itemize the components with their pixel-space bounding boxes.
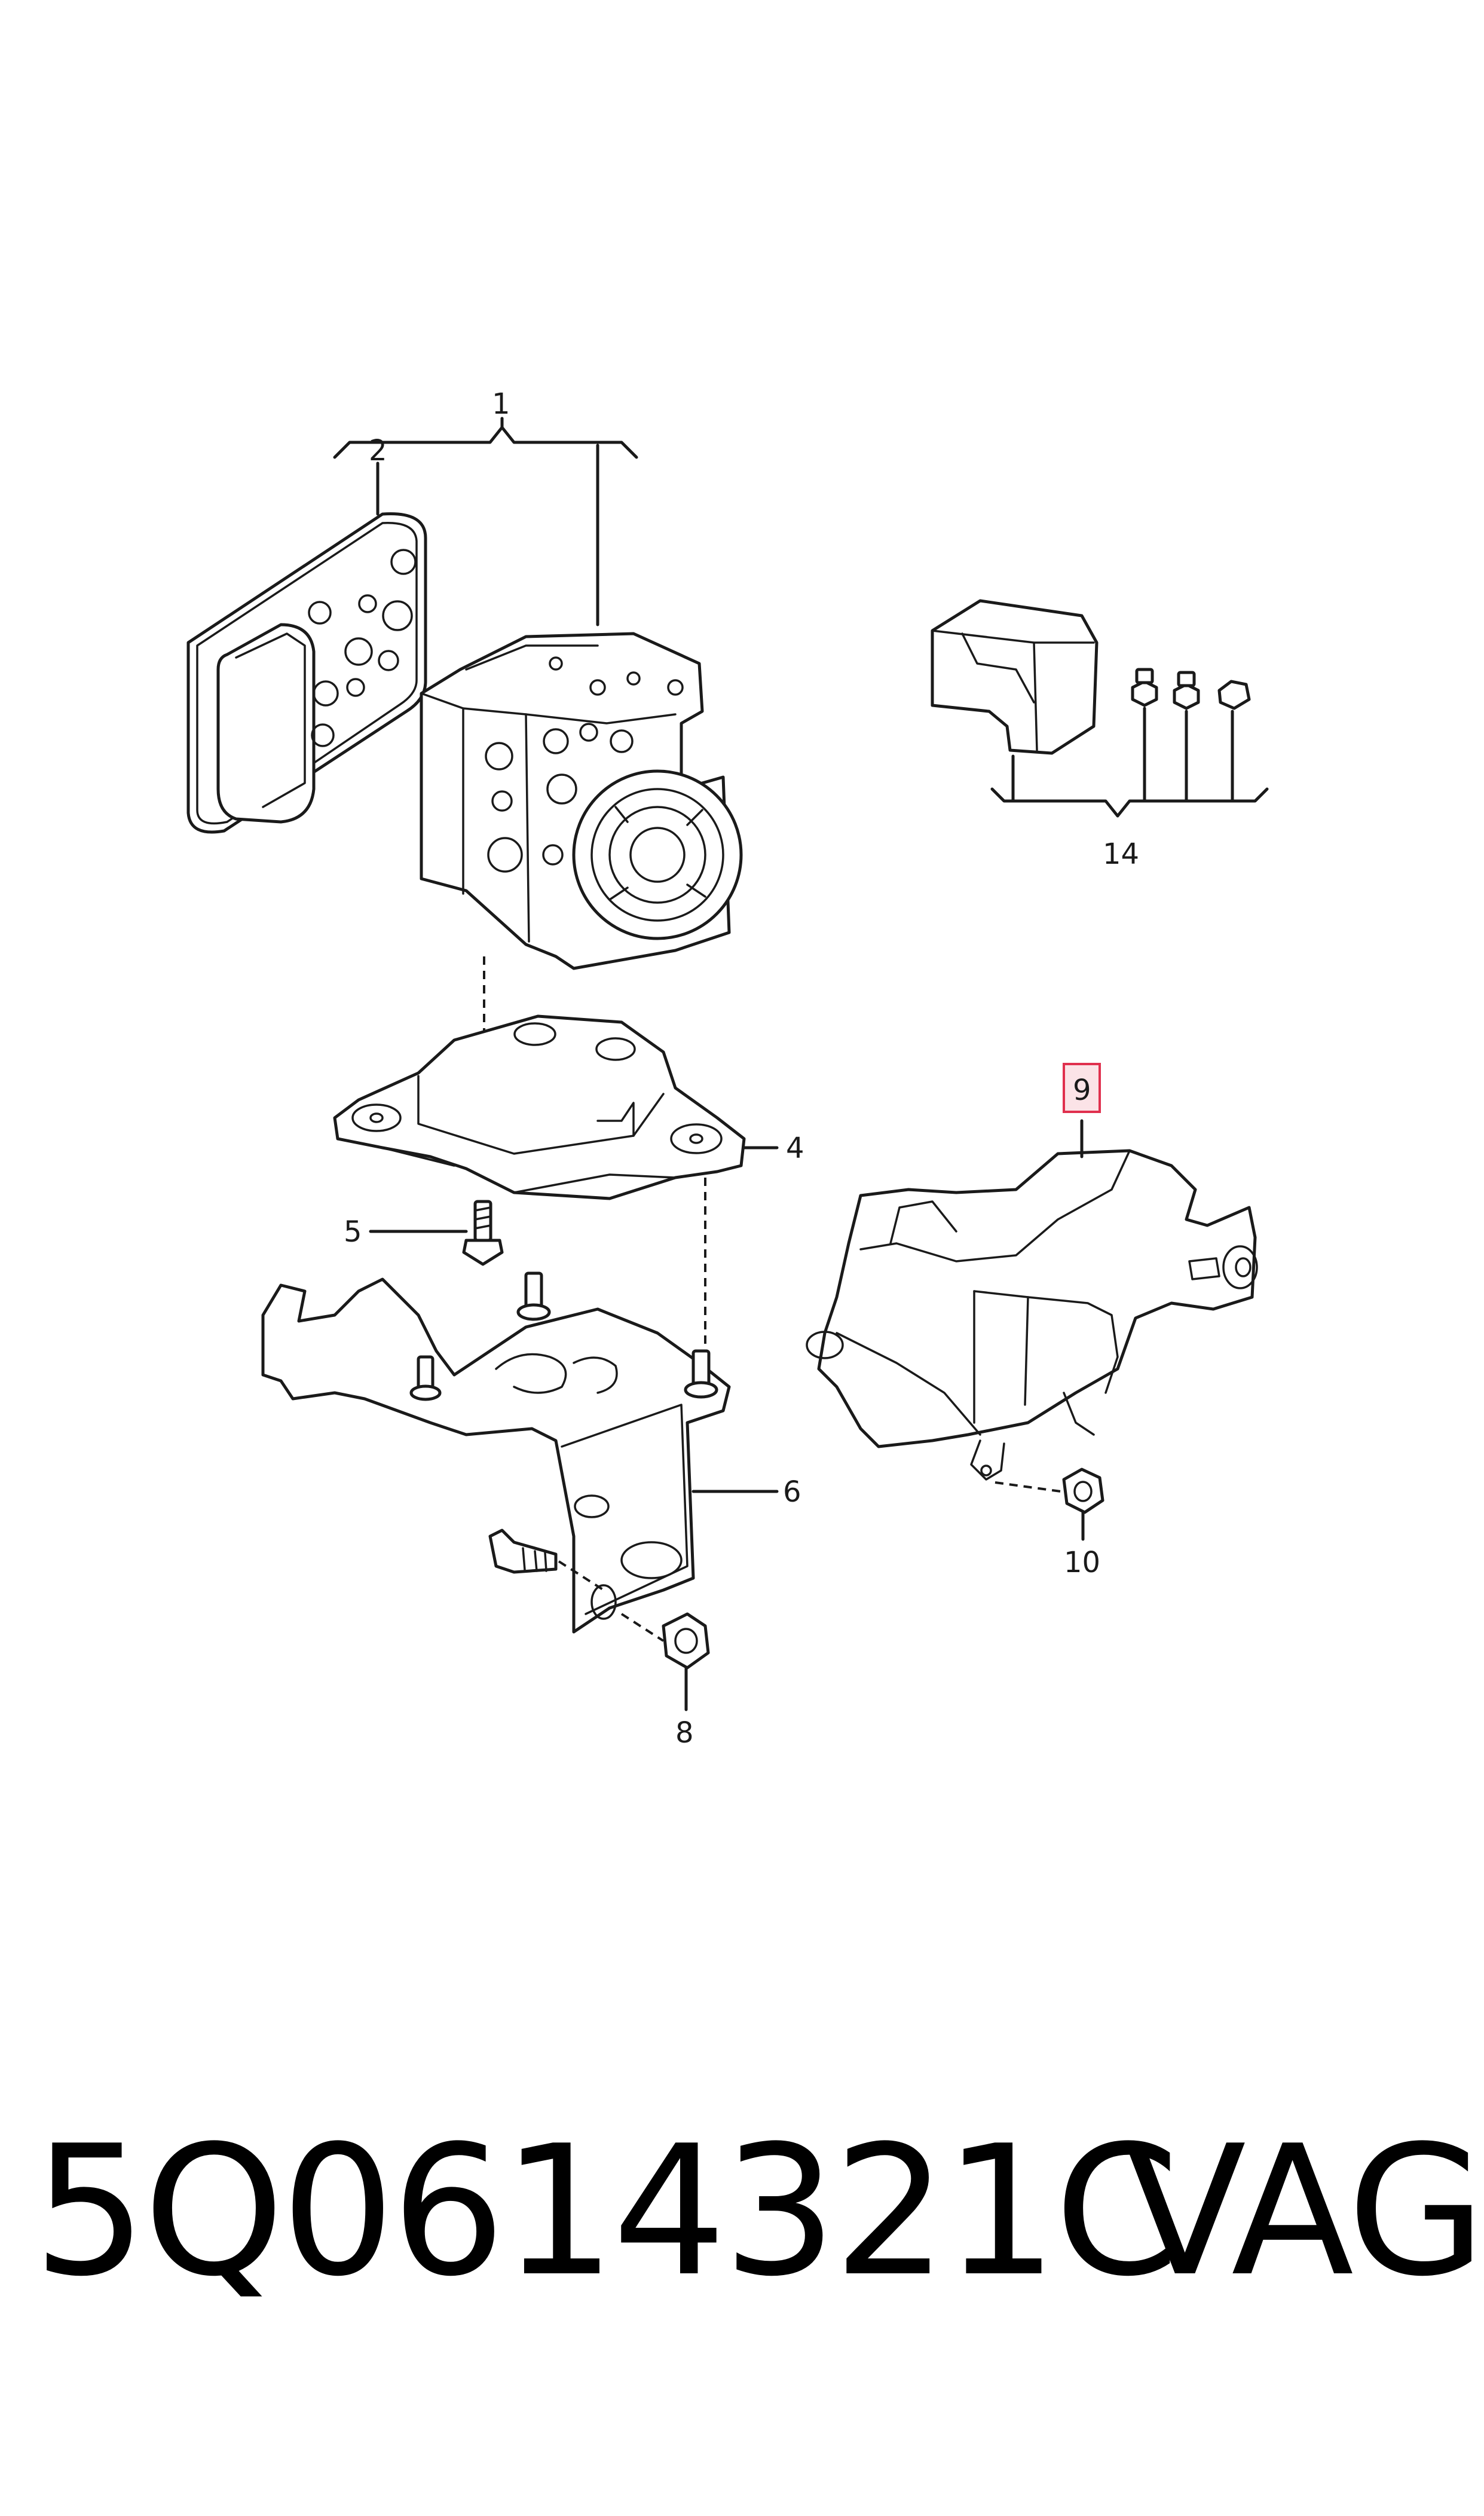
mounting-plate-part-4 (333, 1014, 779, 1200)
callout-1: 1 (492, 387, 510, 421)
repair-kit-part-14 (931, 599, 1269, 818)
bracket-part-6 (261, 1271, 779, 1634)
exploded-parts-diagram: 1 2 (186, 387, 1269, 1750)
bolt-part-5 (369, 1200, 504, 1266)
callout-9: 9 (1073, 1074, 1091, 1107)
callout-6: 6 (783, 1475, 801, 1509)
side-bolt (488, 1528, 605, 1591)
abs-hydraulic-block-part-1 (420, 632, 743, 970)
brand-label: VAG (1124, 2107, 1484, 2316)
nut-part-8 (620, 1612, 710, 1711)
callout-9-highlight-box (1063, 1063, 1101, 1113)
control-unit-part-2 (186, 461, 427, 834)
callout-5: 5 (344, 1215, 362, 1249)
callout-1-leader (333, 417, 638, 626)
nut-part-10 (995, 1468, 1104, 1541)
callout-8: 8 (675, 1716, 694, 1750)
callout-14: 14 (1103, 837, 1139, 871)
part-number: 5Q0614321C (33, 2107, 1180, 2316)
callout-10: 10 (1064, 1546, 1100, 1579)
callout-2: 2 (369, 434, 387, 467)
heat-shield-part-9 (806, 1119, 1258, 1481)
callout-4: 4 (786, 1132, 804, 1165)
